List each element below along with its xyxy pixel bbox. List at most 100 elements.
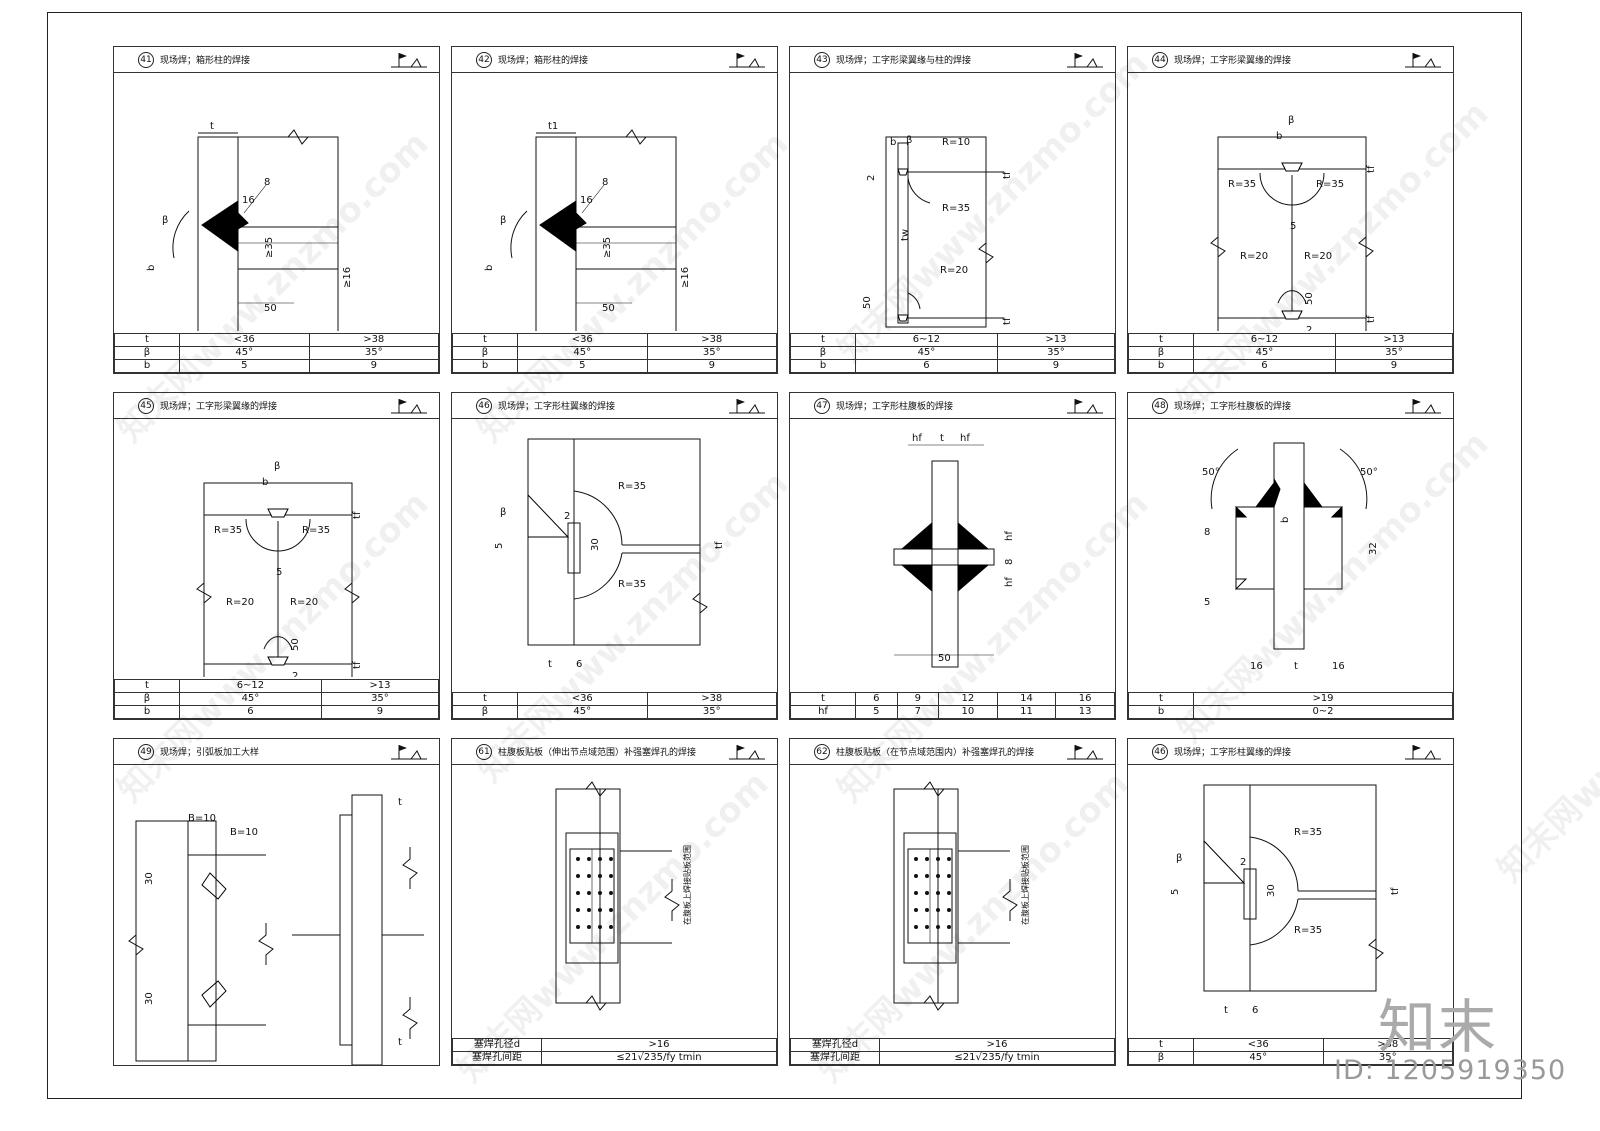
weld-symbol-icon: [729, 53, 765, 68]
curve: [172, 210, 190, 259]
detail-title: 现场焊；箱形柱的焊接: [160, 56, 251, 66]
curve: [1259, 172, 1325, 206]
weld-fill: [1330, 505, 1343, 518]
detail-number: 44: [1152, 52, 1168, 68]
dim-label: R=35: [942, 203, 970, 214]
detail-title: 柱腹板贴板（伸出节点域范围）补强塞焊孔的焊接: [498, 748, 697, 758]
curve: [912, 995, 954, 1011]
table-cell: 14: [996, 692, 1057, 706]
plug-hole: [914, 857, 918, 861]
plug-hole: [936, 857, 940, 861]
plug-hole: [576, 891, 580, 895]
weld-fill: [1203, 839, 1246, 884]
plate: [1303, 506, 1343, 590]
table-row: t<36>38: [452, 692, 777, 706]
detail-title: 柱腹板贴板（在节点域范围内）补强塞焊孔的焊接: [836, 748, 1035, 758]
plug-hole: [936, 874, 940, 878]
weld-fill: [539, 200, 577, 252]
curve: [907, 177, 931, 204]
weld-fill: [201, 980, 227, 1008]
dim-label: R=35: [1316, 179, 1344, 190]
dim-label: b: [1280, 517, 1291, 523]
table-cell: 35°: [320, 692, 440, 706]
plate: [1203, 784, 1251, 992]
table-cell: >13: [320, 679, 440, 693]
dim-label: 50: [938, 653, 951, 664]
table-cell: >38: [646, 333, 777, 347]
weld-symbol-icon: [1405, 745, 1441, 760]
dim-label: 16: [242, 195, 255, 206]
plug-hole: [598, 891, 602, 895]
curve: [907, 292, 921, 310]
plug-hole: [936, 908, 940, 912]
table-row: t<36>38: [114, 333, 439, 347]
weld-symbol-icon: [729, 745, 765, 760]
curve: [1249, 836, 1299, 892]
weld-symbol-icon: [391, 399, 427, 414]
dim-label: 50: [290, 638, 301, 651]
dim-label: R=35: [1228, 179, 1256, 190]
dim-label: ≥35: [602, 237, 613, 258]
dim-label: B=10: [230, 827, 258, 838]
plate: [893, 548, 995, 566]
detail-panel-44: 44现场焊；工字形梁翼缘的焊接R=35R=35R=20R=2055030βb2t…: [1127, 46, 1454, 374]
table-cell: 7: [896, 705, 939, 719]
plug-hole: [587, 857, 591, 861]
dim-label: R=35: [1294, 925, 1322, 936]
detail-drawing: R=10R=35R=2050256βb2tftftw: [862, 135, 1013, 328]
row-label: t: [452, 692, 518, 706]
weld-fill: [1235, 578, 1248, 591]
detail-drawing: 在腹板上焊接贴板范围: [555, 781, 692, 1011]
detail-number: 46: [476, 398, 492, 414]
dim-label: 32: [1368, 542, 1379, 555]
dim-label: 在腹板上焊接贴板范围: [682, 845, 692, 925]
dim-label: 30: [590, 538, 601, 551]
weld-fill: [267, 508, 289, 518]
plug-hole: [914, 908, 918, 912]
dim-label: 5: [276, 567, 282, 578]
plug-hole: [609, 908, 613, 912]
plug-hole: [598, 857, 602, 861]
plate: [527, 438, 575, 646]
dim-label: hf: [912, 433, 922, 444]
curve: [574, 995, 616, 1011]
row-label: β: [114, 692, 180, 706]
dim-label: b: [890, 137, 896, 148]
dim-label: 2: [866, 175, 877, 181]
row-label: β: [1128, 346, 1194, 360]
curve: [1277, 290, 1307, 304]
plug-hole: [947, 908, 951, 912]
plug-hole: [609, 874, 613, 878]
dim-label: R=20: [1240, 251, 1268, 262]
plug-hole: [925, 908, 929, 912]
drawing-frame: [47, 12, 1522, 1099]
plate: [1217, 136, 1367, 331]
plug-hole: [598, 874, 602, 878]
dim-label: 50: [602, 303, 615, 314]
weld-symbol-icon: [1067, 53, 1103, 68]
detail-title: 现场焊；工字形柱腹板的焊接: [1174, 402, 1292, 412]
weld-symbol-icon: [1405, 399, 1441, 414]
detail-number: 42: [476, 52, 492, 68]
plate: [931, 460, 959, 668]
table-cell: 5: [855, 705, 898, 719]
weld-fill: [897, 168, 909, 176]
dim-label: 5: [1170, 889, 1181, 895]
table-cell: 10: [938, 705, 998, 719]
dim-label: hf: [960, 433, 970, 444]
dim-label: ≥16: [342, 267, 353, 288]
weld-symbol-icon: [1067, 745, 1103, 760]
dim-label: R=35: [618, 481, 646, 492]
dim-label: tf: [1390, 887, 1401, 895]
